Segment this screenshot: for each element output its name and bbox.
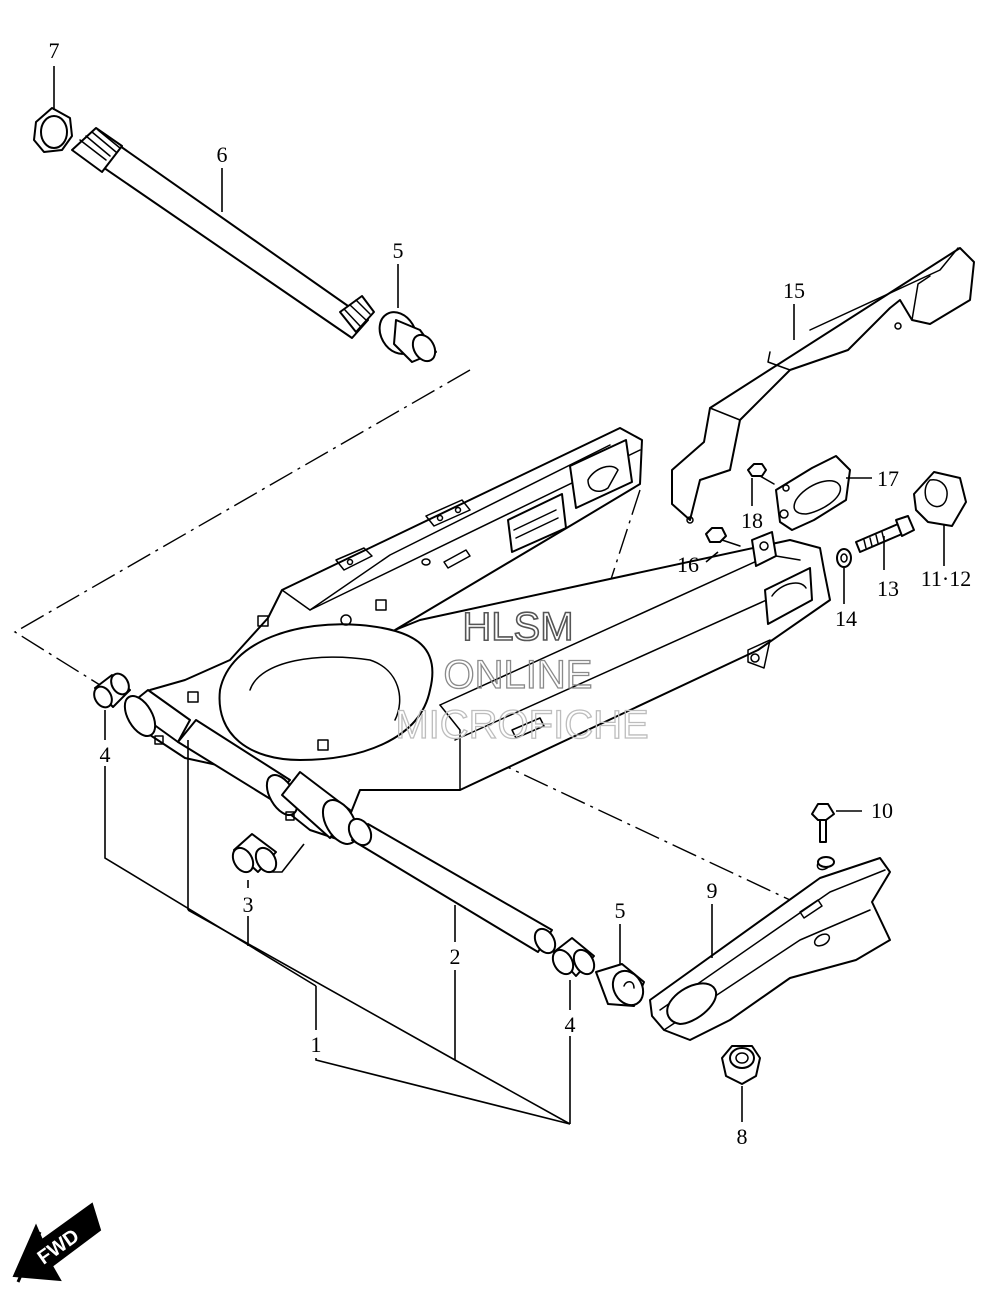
watermark-line-1: HLSM [462,605,573,649]
fwd-arrow-badge: FWD [12,1202,102,1283]
watermark-line-2: ONLINE [444,653,593,697]
part-17-plate [775,455,851,531]
callout-8: 8 [737,1124,748,1149]
part-15-chain-case [671,247,975,524]
part-1-swingarm [123,427,831,845]
part-16-screw [705,527,741,547]
part-6-pivot-shaft [71,127,375,339]
part-10-screw [811,803,835,868]
part-13-bolt [855,515,915,553]
part-9-chain-guide [649,857,891,1041]
callout-5-lower: 5 [615,898,626,923]
callout-13: 13 [877,576,899,601]
callout-1: 1 [311,1032,322,1057]
callout-16: 16 [677,552,699,577]
callout-2: 2 [450,944,461,969]
part-7-lock-nut [33,107,73,153]
callout-14: 14 [835,606,857,631]
part-14-washer [836,548,852,568]
part-3-bearing [231,833,278,874]
part-5-collar-lower [595,963,645,1007]
callout-17: 17 [877,466,899,491]
part-4-bearing-left [93,672,131,709]
callout-4-right: 4 [565,1012,576,1037]
part-4-bearing-right [551,937,596,977]
callout-labels: 7 6 5 4 3 2 1 4 5 9 8 10 15 17 18 16 14 … [49,38,972,1149]
part-2-spacer-tube [347,817,557,955]
part-18-screw [747,463,775,485]
callout-6: 6 [217,142,228,167]
callout-9: 9 [707,878,718,903]
part-5-collar-upper [378,311,437,363]
callout-15: 15 [783,278,805,303]
callout-18: 18 [741,508,763,533]
callout-7: 7 [49,38,60,63]
callout-3: 3 [243,892,254,917]
callout-10: 10 [871,798,893,823]
part-8-flange-nut [721,1045,761,1085]
callout-4-left: 4 [100,742,111,767]
part-11-12-adjuster-block [913,471,967,527]
callout-5-upper: 5 [393,238,404,263]
callout-11-12: 11·12 [921,566,972,591]
watermark-line-3: MICROFICHE [395,703,648,747]
watermark: HLSM ONLINE MICROFICHE [395,604,650,747]
leader-lines [53,66,945,1125]
